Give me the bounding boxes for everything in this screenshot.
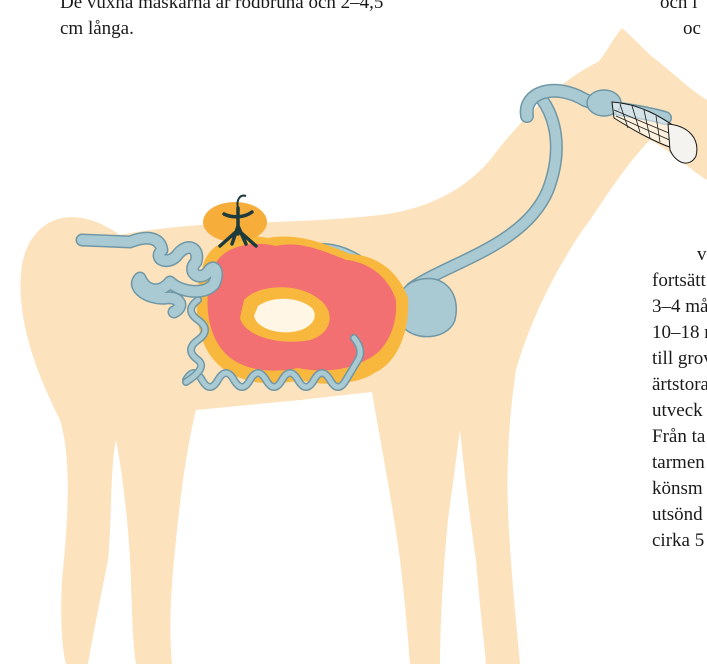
right-col-line-5: till grov [652,346,707,372]
right-col-line-6: ärtstora [652,372,707,398]
right-col-line-12: cirka 5 [652,528,704,554]
right-col-line-11: utsönd [652,502,703,528]
right-col-line-2: fortsätt [652,268,706,294]
right-col-line-7: utveck [652,398,703,424]
right-col-line-3: 3–4 må [652,294,707,320]
right-col-line-9: tarmen [652,450,705,476]
right-col-line-4: 10–18 r [652,320,707,346]
right-col-line-1: va [697,242,707,268]
right-col-line-10: könsm [652,476,703,502]
right-col-line-8: Från ta [652,424,705,450]
